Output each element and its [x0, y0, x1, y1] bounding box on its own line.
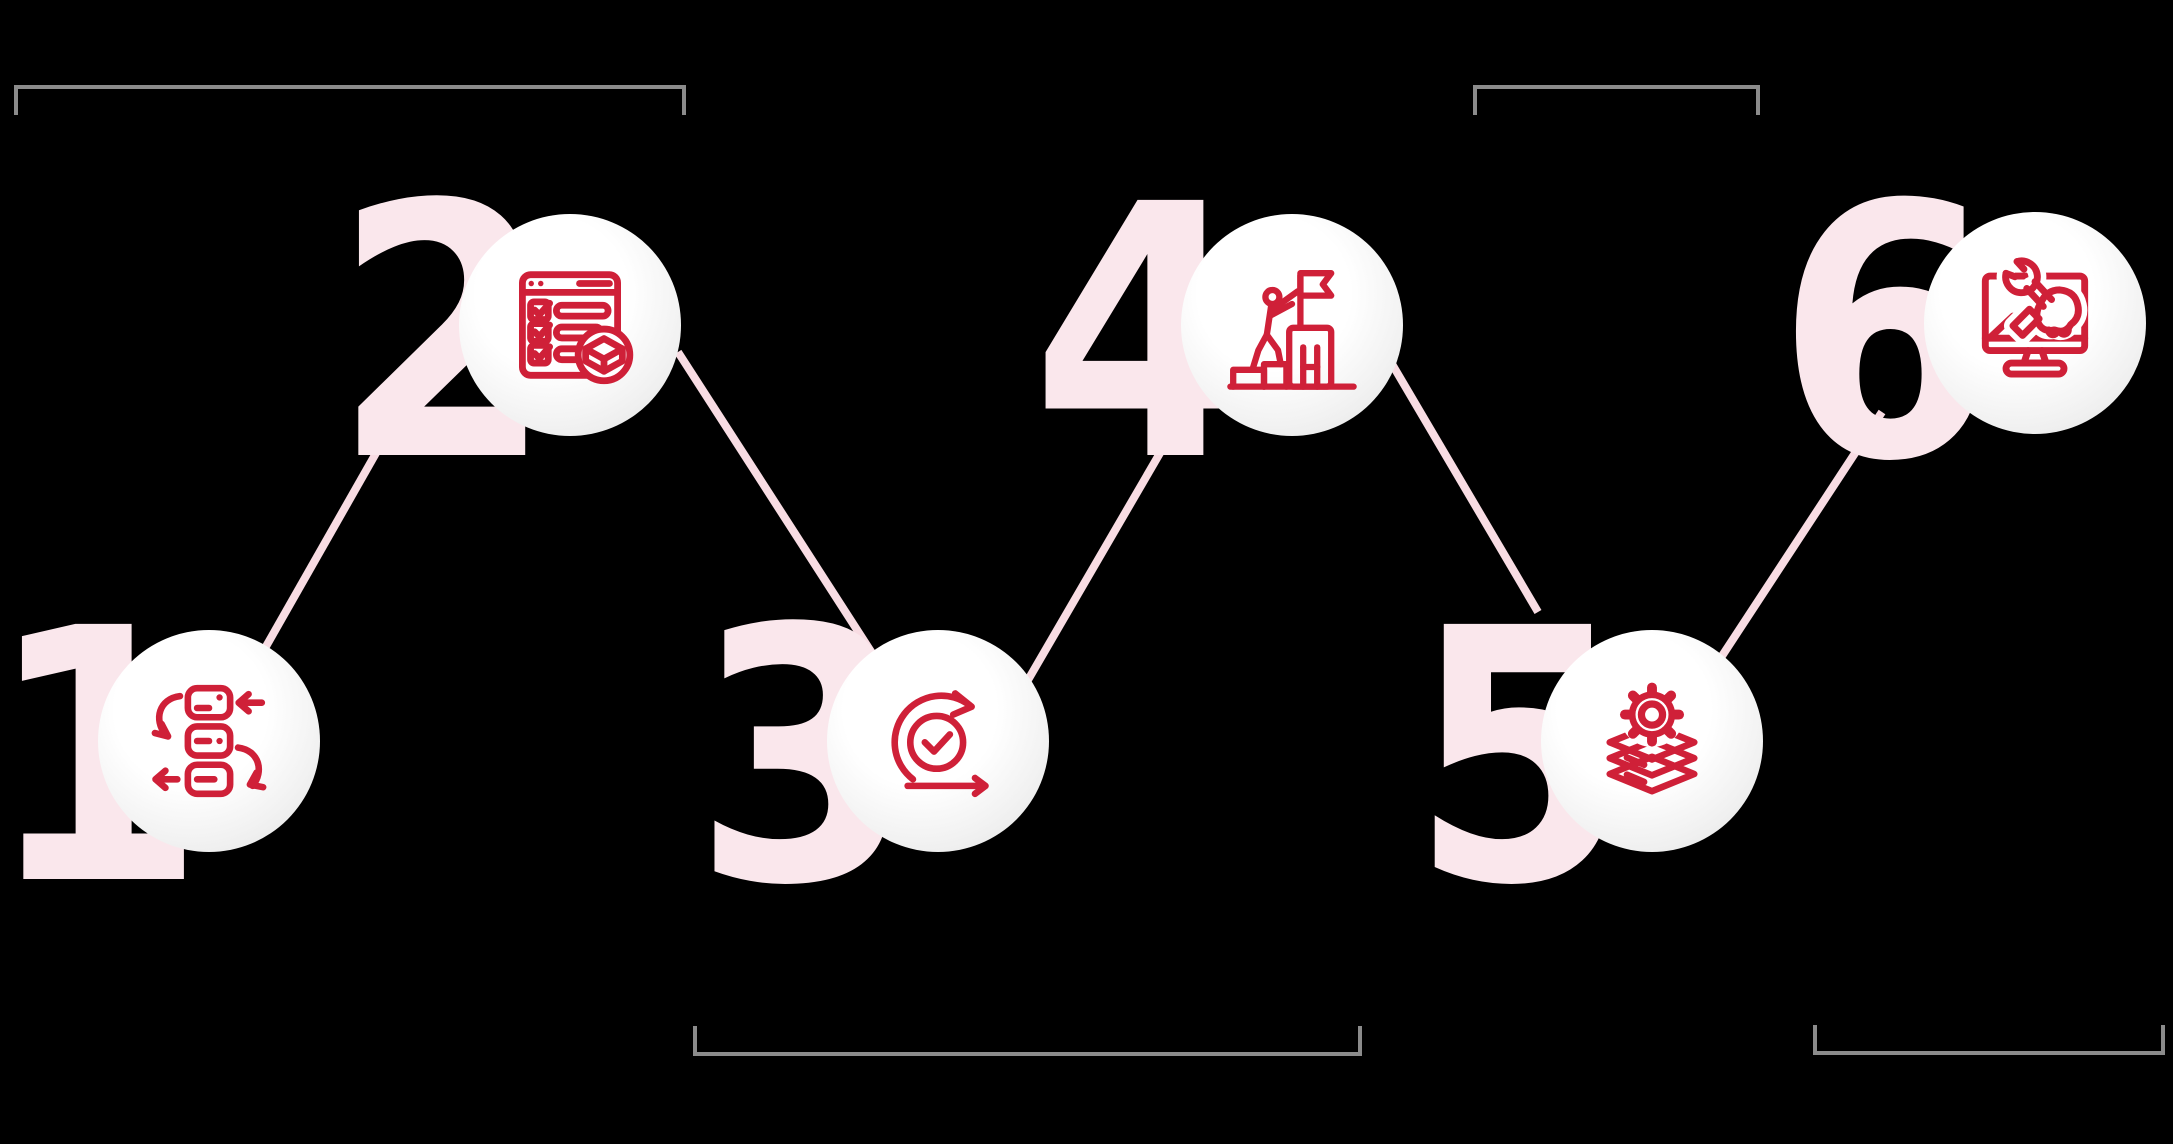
monitor-wrench-support-icon: [1981, 254, 2089, 378]
sprint-loop-check-icon: [891, 690, 989, 798]
checklist-product-icon: [519, 271, 634, 385]
step-3-circle: [827, 630, 1049, 852]
group-bracket-bottom-right: [1813, 1025, 2165, 1055]
connector-3-4: [1024, 395, 1196, 683]
step-2-circle: [459, 214, 681, 436]
gear-layers-icon: [1606, 682, 1698, 795]
step-4-circle: [1181, 214, 1403, 436]
step-6-circle: [1924, 212, 2146, 434]
group-bracket-top-right: [1473, 85, 1760, 115]
group-bracket-top-left: [14, 85, 686, 115]
step-1-circle: [98, 630, 320, 852]
connector-1-2: [260, 423, 396, 652]
milestone-flag-climb-icon: [1227, 270, 1357, 390]
workflow-arrows-icon: [151, 684, 267, 798]
step-5-circle: [1541, 630, 1763, 852]
connector-5-6: [1718, 409, 1886, 659]
group-bracket-bottom-middle: [693, 1026, 1362, 1056]
connector-4-5: [1388, 361, 1542, 615]
